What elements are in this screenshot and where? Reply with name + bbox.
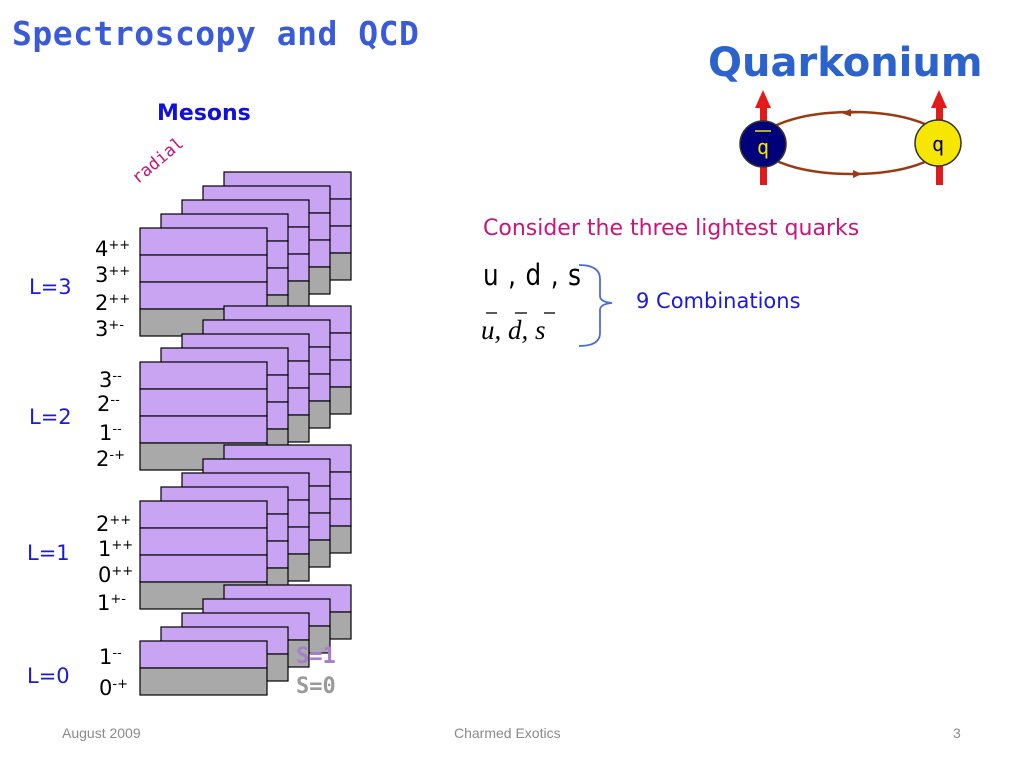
spin1-state-bar — [139, 281, 268, 310]
antiquark-circle — [739, 120, 787, 168]
consider-text: Consider the three lightest quarks — [483, 216, 860, 241]
quarks-row: u , d , s — [483, 258, 582, 292]
footer-page-number: 3 — [953, 725, 961, 741]
antiquark-label: q — [757, 135, 769, 159]
slide-title: Spectroscopy and QCD — [12, 14, 420, 53]
spin1-state-bar — [139, 640, 268, 669]
orbit-arrow-top — [842, 108, 863, 117]
mesons-heading: Mesons — [157, 101, 251, 126]
level-label-l3: L=3 — [29, 275, 72, 299]
state-label: 2-- — [97, 392, 120, 416]
level-label-l2: L=2 — [29, 405, 72, 429]
spin1-state-bar — [139, 227, 268, 256]
state-label: 1+- — [97, 591, 126, 615]
spin1-state-bar — [139, 388, 268, 417]
state-label: 0++ — [98, 563, 134, 587]
state-label: 2++ — [95, 291, 131, 315]
state-label: 1-- — [99, 421, 122, 445]
antiquarks-row: u, d, s — [481, 315, 546, 345]
combination-brace — [578, 264, 613, 347]
level-label-l1: L=1 — [27, 541, 70, 565]
quark-circle — [914, 119, 962, 167]
level-label-l0: L=0 — [27, 664, 70, 688]
quark-label: q — [932, 132, 944, 156]
footer-center-text: Charmed Exotics — [454, 725, 561, 741]
state-label: 3-- — [99, 368, 122, 392]
combinations-text: 9 Combinations — [636, 289, 801, 313]
state-label: 0-+ — [99, 676, 128, 700]
state-label: 1++ — [98, 537, 134, 561]
state-label: 2++ — [96, 512, 132, 536]
quarkonium-heading: Quarkonium — [708, 40, 983, 86]
footer-date: August 2009 — [62, 725, 141, 741]
spin1-state-bar — [139, 527, 268, 556]
spin-legend-s0: S=0 — [296, 674, 336, 699]
spin-legend-s1: S=1 — [296, 644, 336, 669]
spin1-state-bar — [139, 254, 268, 283]
state-label: 3+- — [95, 317, 124, 341]
spin0-state-bar — [139, 667, 268, 696]
state-label: 3++ — [95, 263, 131, 287]
state-label: 4++ — [95, 237, 131, 261]
state-label: 2-+ — [96, 447, 125, 471]
state-label: 1-- — [99, 645, 122, 669]
